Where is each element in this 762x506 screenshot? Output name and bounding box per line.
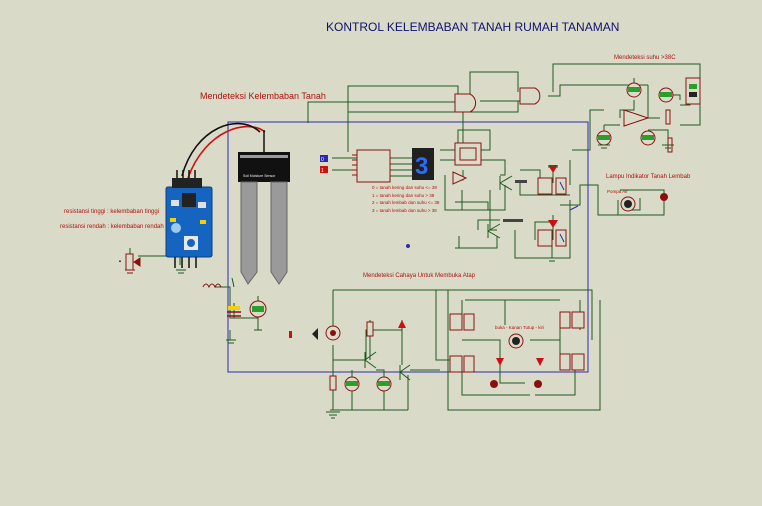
ldr: [312, 325, 341, 341]
relay: [559, 353, 585, 371]
potentiometer: [125, 253, 141, 274]
voltmeter: [344, 376, 360, 392]
indicator-lamp: [660, 193, 668, 201]
relay: [537, 229, 567, 247]
resistor: [366, 321, 374, 337]
water-pump: [620, 196, 636, 212]
op-amp: [623, 109, 650, 127]
roof-motor: [508, 333, 524, 349]
indicator-lamp: [534, 380, 542, 388]
voltmeter: [626, 82, 642, 98]
legend-line: 2 = tanah lembab dan suhu <= 38: [372, 200, 440, 205]
diode: [496, 358, 504, 366]
svg-text:1: 1: [321, 168, 324, 174]
label-tag: [515, 180, 527, 183]
soil-sensor-frame: [227, 121, 589, 373]
switch: [569, 205, 579, 211]
relay: [537, 177, 567, 195]
logic-input-probe: 0 1: [320, 155, 328, 174]
motor-label: buka - Kanan Tutup - kiri: [495, 325, 544, 330]
soil-detect-label: Mendeteksi Kelembaban Tanah: [200, 91, 326, 101]
transistor: [487, 223, 501, 239]
temperature-sensor: [685, 77, 701, 105]
transistor: [499, 175, 513, 191]
svg-text:▲: ▲: [118, 258, 122, 263]
resistance-low-label: resistansi rendah : kelembaban rendah: [60, 224, 164, 230]
ground-symbol: [176, 144, 674, 419]
pompa-label: Pompa Air: [607, 189, 628, 194]
resistance-high-label: resistansi tinggi : kelembaban tinggi: [64, 209, 159, 215]
transistor: [364, 351, 377, 369]
label-tag: [503, 219, 523, 222]
resistor: [329, 375, 337, 391]
seven-segment-digit: 3: [415, 153, 428, 180]
wires: [129, 63, 701, 411]
probe-marker: [289, 331, 292, 338]
zener-diode: [398, 320, 406, 328]
relay: [449, 355, 475, 373]
pump-motor: [249, 300, 267, 318]
seven-segment-display: 3: [412, 148, 434, 180]
diode: [548, 220, 558, 228]
lamp-indicator-label: Lampu Indikator Tanah Lembab: [606, 174, 691, 180]
and-gate: [454, 93, 477, 113]
soil-sensor-module: [165, 122, 266, 268]
voltmeter: [640, 130, 656, 146]
capacitor: [227, 306, 241, 317]
voltmeter: [596, 130, 612, 146]
decoder-ic: [356, 149, 391, 183]
inductor: [202, 283, 222, 289]
transistor: [399, 364, 411, 381]
legend-line: 3 = tanah lembab dan suhu > 38: [372, 208, 437, 213]
temp-detect-label: Mendeteksi suhu >38C: [614, 55, 676, 61]
light-detect-label: Mendeteksi Cahaya Untuk Membuka Atap: [363, 273, 476, 279]
sensor-name-label: Soil Moisture Sensor: [243, 174, 276, 178]
relay: [559, 311, 585, 329]
and-gate: [519, 87, 541, 105]
soil-moisture-probe: Soil Moisture Sensor: [238, 130, 290, 285]
legend-line: 0 = tanah kering dan suhu <= 38: [372, 185, 437, 190]
diode: [548, 165, 558, 173]
voltmeter: [658, 87, 674, 103]
junction-dot: [406, 244, 410, 248]
page-title: KONTROL KELEMBABAN TANAH RUMAH TANAMAN: [326, 20, 619, 34]
voltmeter: [376, 376, 392, 392]
legend-line: 1 = tanah kering dan suhu > 38: [372, 193, 435, 198]
diode: [536, 358, 544, 366]
resistor: [665, 109, 671, 125]
indicator-lamp: [490, 380, 498, 388]
svg-text:0: 0: [321, 157, 324, 163]
buffer-gate: [452, 171, 468, 185]
logic-ic: [454, 142, 482, 166]
relay: [449, 313, 475, 331]
